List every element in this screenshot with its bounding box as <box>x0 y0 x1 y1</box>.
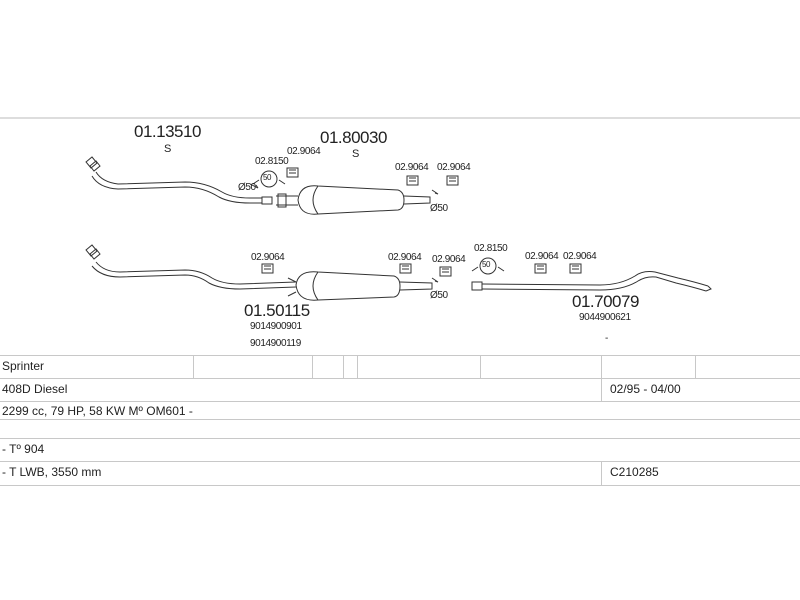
vehicle-type: - Tº 904 <box>2 442 45 456</box>
fitting-mount-lower-2: 02.9064 <box>388 252 422 263</box>
vehicle-years: 02/95 - 04/00 <box>610 382 681 396</box>
clamp-size-upper: 50 <box>263 173 272 182</box>
rear-pipe <box>471 271 712 292</box>
pipe-dia-upper-left: Ø50 <box>238 182 256 193</box>
pipe-dia-lower: Ø50 <box>430 290 448 301</box>
mount-lower-1 <box>261 263 274 274</box>
vehicle-spec: 2299 cc, 79 HP, 58 KW Mº OM601 - <box>2 404 193 418</box>
mount-lower-5 <box>569 263 582 274</box>
clamp-lower <box>471 257 505 275</box>
part-number-centre-silencer: 01.80030 <box>320 128 387 147</box>
fitting-clamp-lower: 02.8150 <box>474 243 508 254</box>
rear-pipe-mark: - <box>605 333 609 344</box>
mount-lower-4 <box>534 263 547 274</box>
clamp-upper <box>252 170 286 188</box>
front-pipe-upper <box>85 156 273 205</box>
fitting-mount-upper-2: 02.9064 <box>395 162 429 173</box>
clamp-size-lower: 50 <box>482 260 491 269</box>
part-number-rear-pipe: 01.70079 <box>572 292 639 311</box>
fitting-mount-lower-4: 02.9064 <box>525 251 559 262</box>
oe-ref-rear-pipe: 9044900621 <box>579 312 631 323</box>
vehicle-body: - T LWB, 3550 mm <box>2 465 102 479</box>
part-number-front-pipe: 01.13510 <box>134 122 201 141</box>
mount-lower-3 <box>439 266 452 277</box>
part-suffix-front-pipe: S <box>164 143 172 155</box>
centre-silencer <box>276 185 431 215</box>
mount-upper-1 <box>286 167 299 178</box>
exhaust-diagram <box>0 117 800 301</box>
part-suffix-centre-silencer: S <box>352 148 360 160</box>
part-number-lower-silencer: 01.50115 <box>244 301 310 320</box>
lower-silencer <box>287 271 433 301</box>
pipe-dia-arrow-upper-left <box>249 183 259 189</box>
mount-upper-2 <box>406 175 419 186</box>
mount-upper-3 <box>446 175 459 186</box>
fitting-mount-lower-3: 02.9064 <box>432 254 466 265</box>
pipe-dia-arrow-lower <box>431 277 439 283</box>
fitting-clamp-upper: 02.8150 <box>255 156 289 167</box>
fitting-mount-lower-1: 02.9064 <box>251 252 285 263</box>
catalog-code: C210285 <box>610 465 659 479</box>
fitting-mount-upper-3: 02.9064 <box>437 162 471 173</box>
vehicle-model: Sprinter <box>2 359 45 373</box>
pipe-dia-arrow-upper-right <box>431 189 439 195</box>
pipe-dia-upper-right: Ø50 <box>430 203 448 214</box>
oe-ref-lower-silencer-1: 9014900901 <box>250 321 302 332</box>
oe-ref-lower-silencer-2: 9014900119 <box>250 338 301 349</box>
fitting-mount-lower-5: 02.9064 <box>563 251 597 262</box>
mount-lower-2 <box>399 263 412 274</box>
fitting-mount-upper-1: 02.9064 <box>287 146 321 157</box>
vehicle-engine: 408D Diesel <box>2 382 68 396</box>
front-pipe-lower <box>85 244 297 290</box>
